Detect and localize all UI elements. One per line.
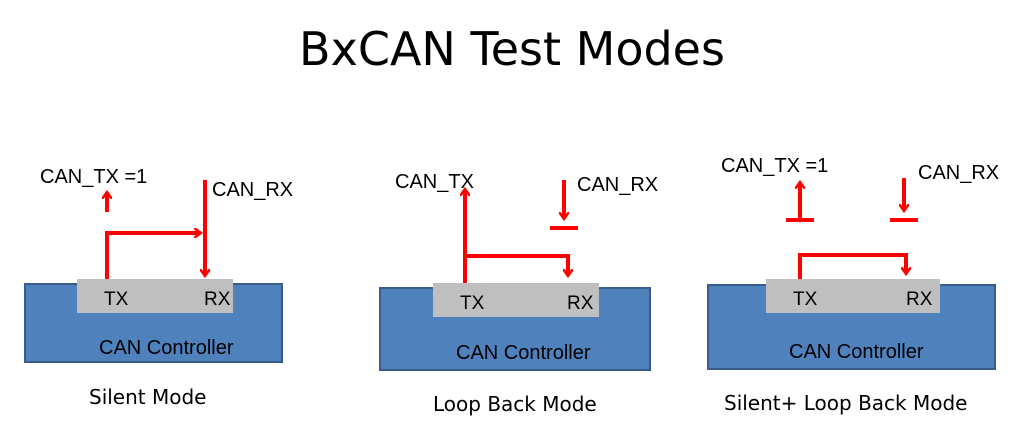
can-tx-label: CAN_TX [395, 171, 474, 193]
mode-caption: Loop Back Mode [433, 392, 597, 416]
can-rx-label: CAN_RX [212, 179, 293, 201]
can-rx-label: CAN_RX [918, 162, 999, 184]
can-rx-label: CAN_RX [577, 174, 658, 196]
panel-loop-back-mode: TX RX CAN Controller CAN_TX CAN_RX Loop … [379, 171, 658, 416]
can-tx-label: CAN_TX =1 [721, 155, 828, 177]
mode-caption: Silent+ Loop Back Mode [724, 391, 967, 415]
tx-pin-label: TX [793, 289, 818, 310]
can-controller-label: CAN Controller [789, 341, 924, 363]
pin-box [766, 279, 940, 313]
rx-pin-label: RX [906, 289, 933, 310]
can-controller-label: CAN Controller [456, 342, 591, 364]
panel-silent-loop-back-mode: TX RX CAN Controller CAN_TX =1 CAN_RX Si… [707, 155, 999, 415]
panel-silent-mode: TX RX CAN Controller CAN_TX =1 CAN_RX Si… [24, 166, 293, 409]
rx-pin-label: RX [204, 289, 231, 310]
page-title: BxCAN Test Modes [299, 22, 725, 76]
tx-pin-label: TX [460, 293, 485, 314]
can-tx-label: CAN_TX =1 [40, 166, 147, 188]
can-controller-label: CAN Controller [99, 337, 234, 359]
pin-box [77, 279, 233, 313]
loop-path-arrow [465, 254, 568, 275]
mode-caption: Silent Mode [89, 385, 206, 409]
loop-path-arrow [105, 233, 200, 279]
loop-path-arrow [798, 253, 906, 279]
tx-pin-label: TX [104, 289, 129, 310]
rx-pin-label: RX [567, 293, 594, 314]
pin-box [433, 283, 599, 317]
